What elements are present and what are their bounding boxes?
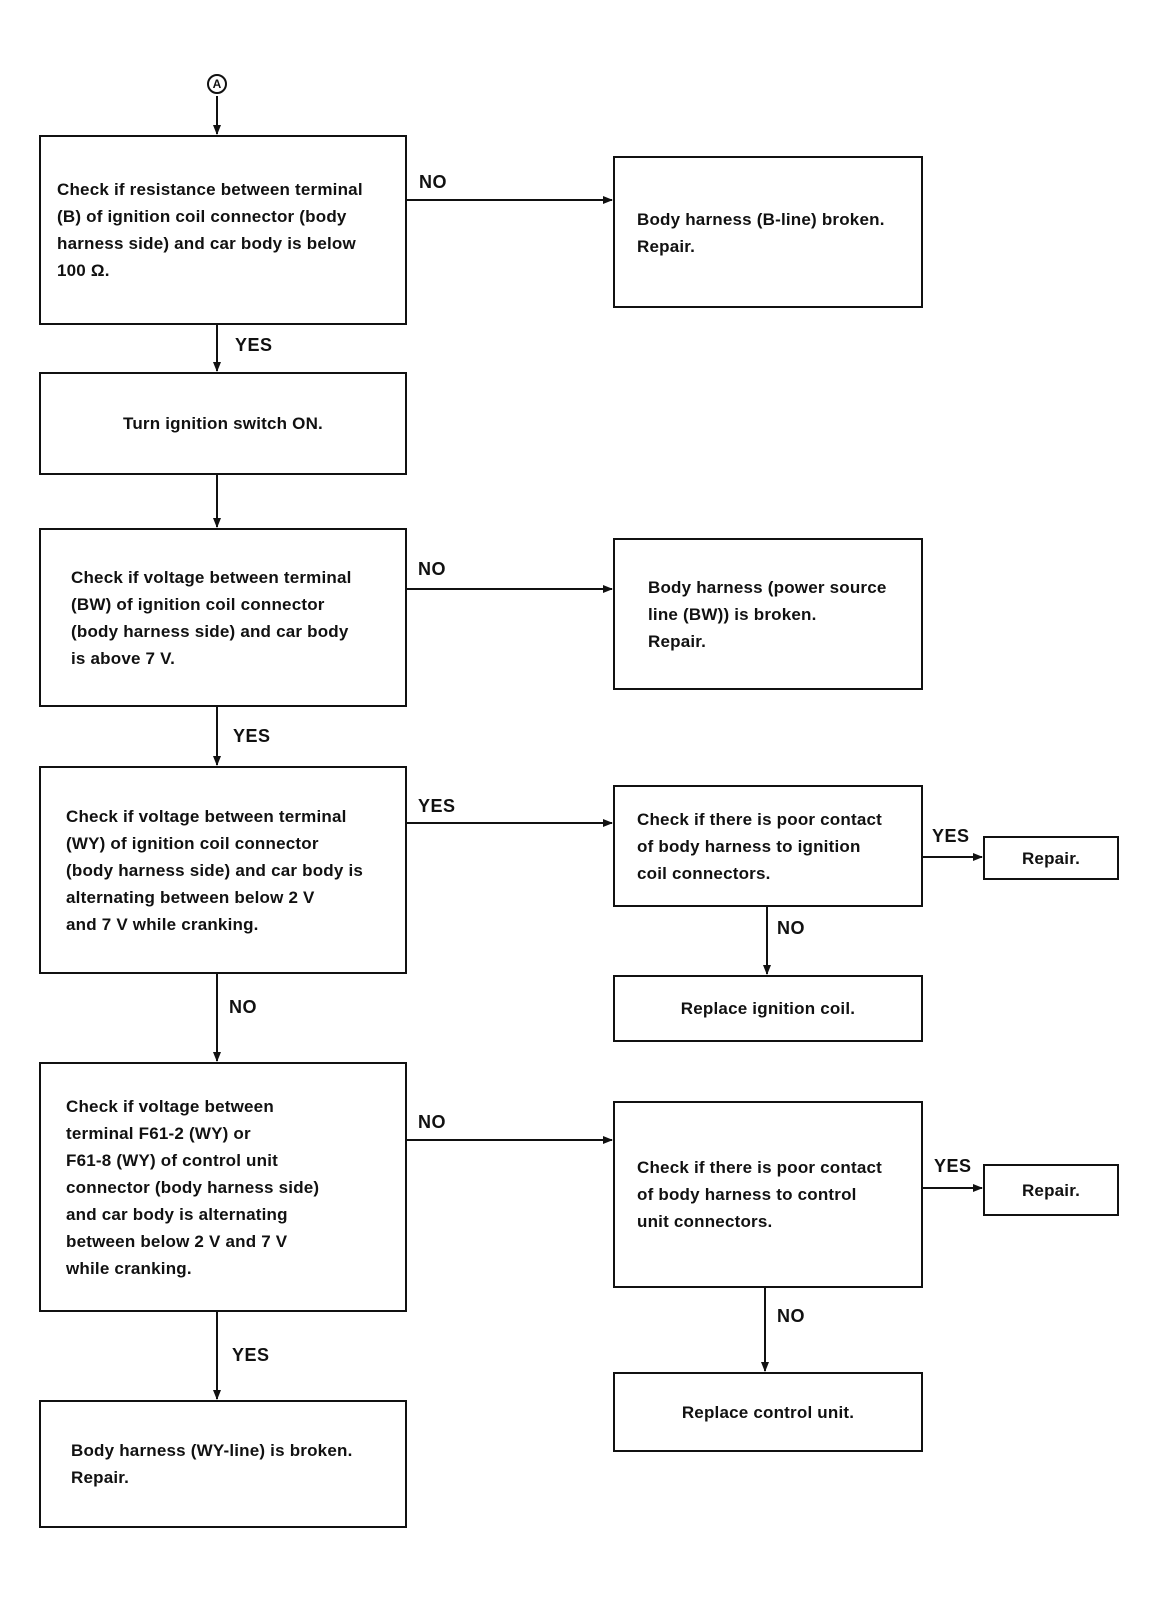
box-b-line-broken: Body harness (B-line) broken. Repair.	[613, 156, 923, 308]
box-text: Replace ignition coil.	[680, 999, 856, 1018]
start-connector: A	[207, 74, 227, 94]
box-check-contact-coil: Check if there is poor contact of body h…	[613, 785, 923, 907]
box-power-source-broken: Body harness (power source line (BW)) is…	[613, 538, 923, 690]
label-wy-no: NO	[229, 997, 257, 1017]
label-cu-contact-yes: YES	[934, 1156, 972, 1176]
label-bw-no: NO	[418, 559, 446, 579]
box-text: Check if there is poor contact of body h…	[637, 1158, 882, 1231]
box-text: Replace control unit.	[681, 1402, 855, 1422]
label-resistance-no: NO	[419, 172, 447, 192]
box-text: Body harness (WY-line) is broken. Repair…	[71, 1441, 353, 1487]
box-repair-2: Repair.	[983, 1164, 1119, 1216]
box-check-contact-cu: Check if there is poor contact of body h…	[613, 1101, 923, 1288]
box-text: Check if voltage between terminal (BW) o…	[71, 567, 352, 668]
box-repair-1: Repair.	[983, 836, 1119, 880]
box-wy-line-broken: Body harness (WY-line) is broken. Repair…	[39, 1400, 407, 1528]
box-text: Check if voltage between terminal (WY) o…	[66, 806, 364, 934]
box-check-voltage-bw: Check if voltage between terminal (BW) o…	[39, 528, 407, 707]
label-cu-contact-no: NO	[777, 1306, 805, 1326]
label-resistance-yes: YES	[235, 335, 273, 355]
box-check-voltage-f61: Check if voltage between terminal F61-2 …	[39, 1062, 407, 1312]
box-text: Repair.	[1021, 1180, 1081, 1200]
box-text: Body harness (power source line (BW)) is…	[648, 577, 887, 651]
box-check-voltage-wy: Check if voltage between terminal (WY) o…	[39, 766, 407, 974]
label-bw-yes: YES	[233, 726, 271, 746]
box-replace-control-unit: Replace control unit.	[613, 1372, 923, 1452]
label-coil-contact-no: NO	[777, 918, 805, 938]
box-text: Check if resistance between terminal (B)…	[57, 180, 363, 280]
box-text: Turn ignition switch ON.	[123, 414, 323, 433]
box-turn-ignition-on: Turn ignition switch ON.	[39, 372, 407, 475]
label-wy-yes: YES	[418, 796, 456, 816]
label-f61-yes: YES	[232, 1345, 270, 1365]
label-f61-no: NO	[418, 1112, 446, 1132]
box-text: Check if there is poor contact of body h…	[637, 809, 882, 883]
box-text: Body harness (B-line) broken. Repair.	[637, 210, 885, 256]
label-coil-contact-yes: YES	[932, 826, 970, 846]
box-text: Repair.	[1021, 848, 1081, 868]
box-text: Check if voltage between terminal F61-2 …	[66, 1096, 320, 1278]
box-replace-ignition-coil: Replace ignition coil.	[613, 975, 923, 1042]
box-check-resistance: Check if resistance between terminal (B)…	[39, 135, 407, 325]
